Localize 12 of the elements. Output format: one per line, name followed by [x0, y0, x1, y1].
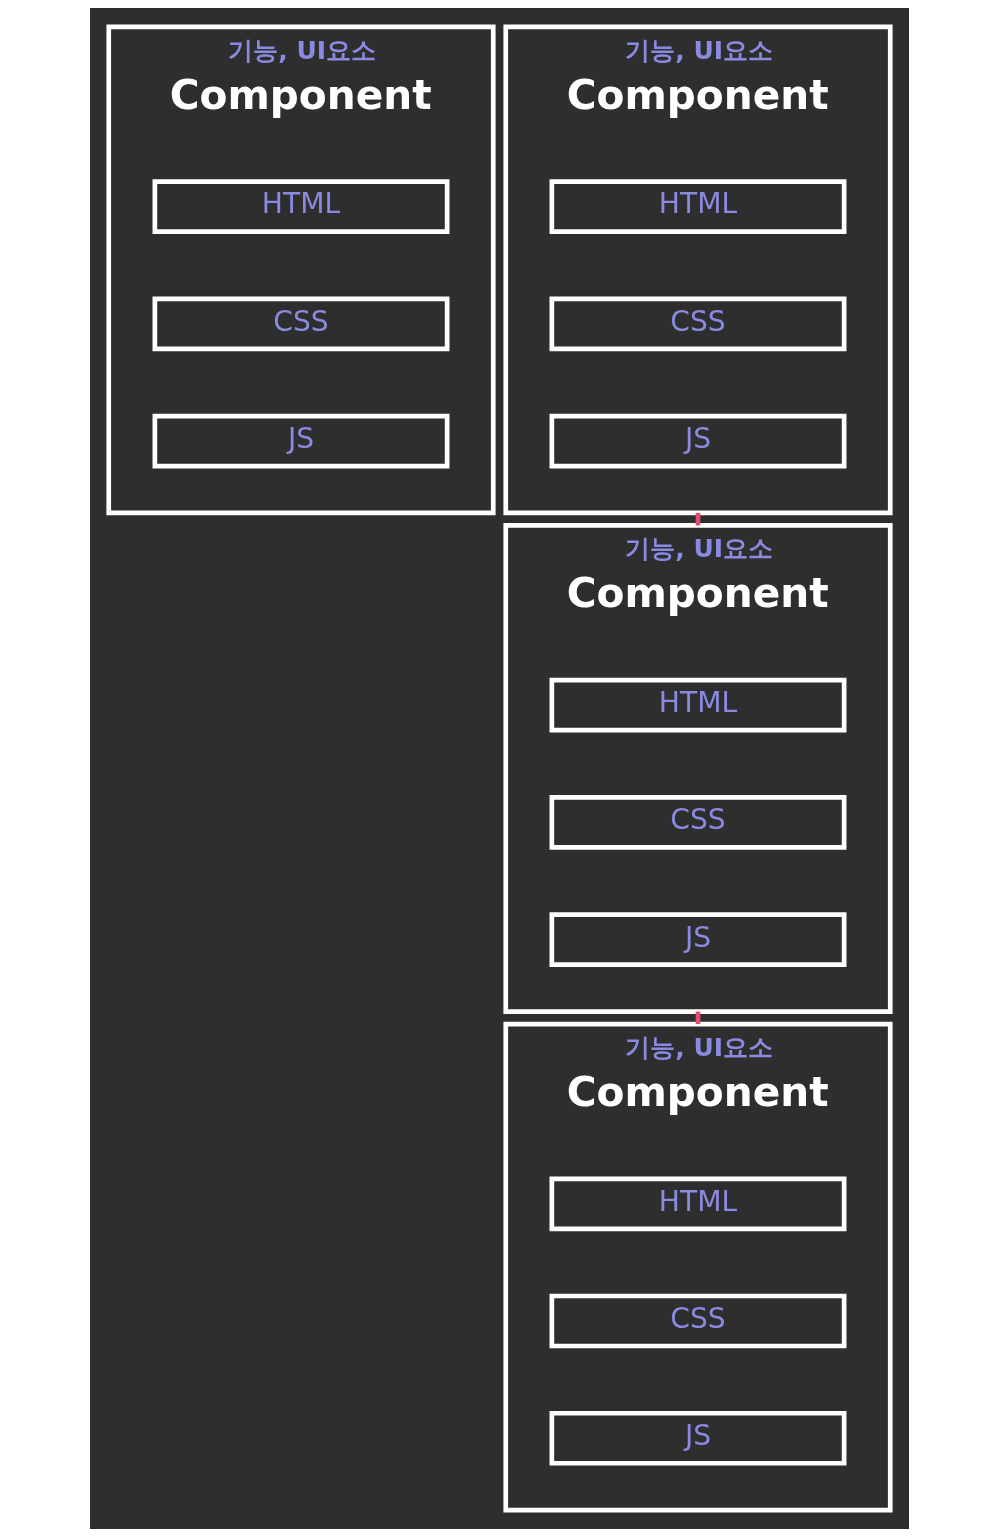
node-box: CSS [549, 1293, 847, 1349]
node-box: HTML [549, 1176, 847, 1232]
node-box: CSS [549, 296, 847, 352]
node-box: HTML [152, 179, 450, 234]
node-box: JS [549, 1410, 847, 1466]
node-box: HTML [549, 179, 847, 234]
node-box: JS [549, 912, 847, 967]
node-box: CSS [549, 795, 847, 850]
node-box: JS [152, 413, 450, 469]
node-box: HTML [549, 677, 847, 733]
node-box: CSS [152, 296, 450, 352]
node-box: JS [549, 413, 847, 469]
